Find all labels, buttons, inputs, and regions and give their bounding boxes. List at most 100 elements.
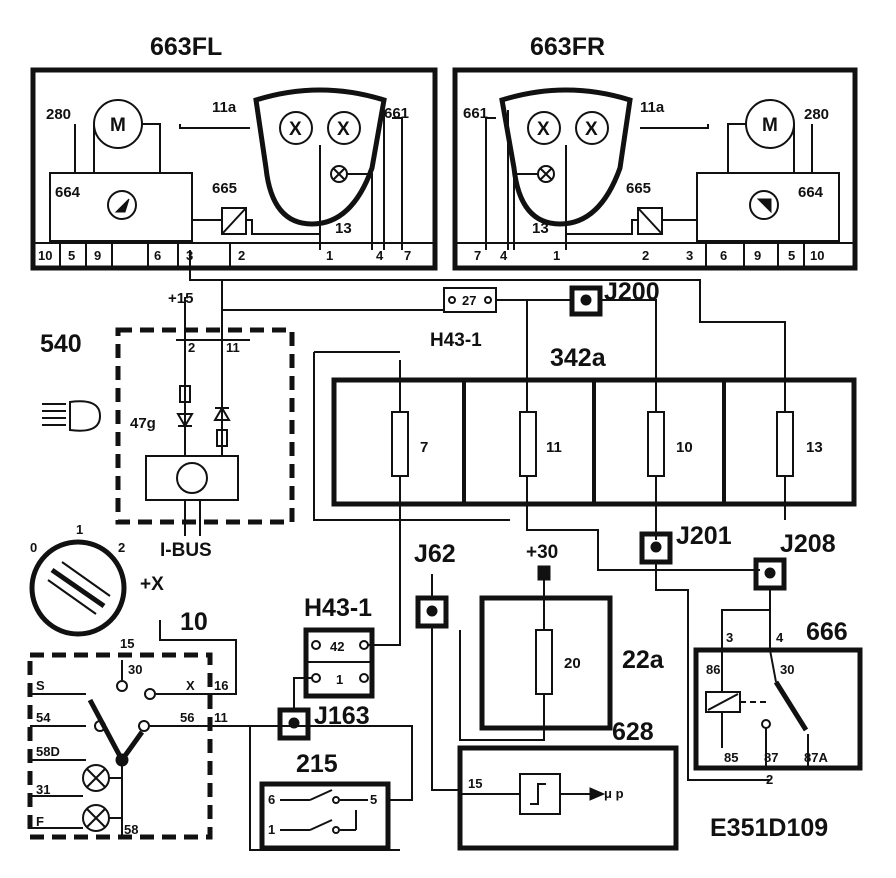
- wiring-top: +15: [168, 250, 786, 640]
- svg-text:54: 54: [36, 710, 51, 725]
- sensor-right-icon: [749, 190, 779, 220]
- svg-text:4: 4: [500, 248, 508, 263]
- svg-text:11: 11: [226, 340, 240, 355]
- svg-text:X: X: [289, 119, 302, 140]
- label-plus30: +30: [526, 542, 558, 563]
- module-215: 215 6 5 1: [259, 750, 413, 851]
- label-540: 540: [40, 330, 82, 358]
- joint-j200: J200: [569, 278, 660, 317]
- svg-text:2: 2: [642, 248, 649, 263]
- label-j200: J200: [604, 278, 660, 306]
- joint-j208: J208: [753, 530, 836, 591]
- fuse-20: 20: [564, 655, 581, 672]
- svg-text:3: 3: [686, 248, 693, 263]
- svg-text:85: 85: [724, 750, 738, 765]
- label-plus15: +15: [168, 290, 193, 307]
- label-215: 215: [296, 750, 338, 778]
- pins-right-bottom: 7 4 1 2 3 6 9 5 10: [474, 248, 824, 263]
- label-280-left: 280: [46, 106, 71, 123]
- svg-text:1: 1: [268, 822, 275, 837]
- label-10: 10: [180, 608, 208, 636]
- svg-text:7: 7: [474, 248, 481, 263]
- label-342a: 342a: [550, 344, 607, 372]
- headlamp-right-unit: 661 11a X X 13 665 M 280 664 7 4 1 2: [452, 67, 858, 271]
- fuse-11: 11: [519, 411, 562, 477]
- label-ibus: I-BUS: [160, 540, 212, 561]
- svg-text:X: X: [537, 119, 550, 140]
- svg-text:3: 3: [726, 630, 733, 645]
- label-22a: 22a: [622, 646, 665, 674]
- svg-text:13: 13: [806, 439, 823, 456]
- svg-text:30: 30: [780, 662, 794, 677]
- svg-text:S: S: [36, 678, 45, 693]
- label-665-left: 665: [212, 180, 237, 197]
- light-switch: 15 30 X 16 56 11 58 S 54 58D 31 F: [27, 620, 413, 851]
- lamp-housing-right: [499, 87, 633, 227]
- svg-text:6: 6: [154, 248, 161, 263]
- headlamp-left-title: 663FL: [150, 33, 222, 61]
- svg-text:27: 27: [462, 293, 476, 308]
- relay-666: 666 3 4 86 30 85 87 87A 2: [693, 618, 863, 787]
- label-13-left: 13: [335, 220, 352, 237]
- svg-text:2: 2: [238, 248, 245, 263]
- svg-text:86: 86: [706, 662, 720, 677]
- label-11a-left: 11a: [212, 99, 237, 116]
- motor-right-label: M: [762, 115, 778, 136]
- headlight-symbol-icon: [69, 400, 102, 432]
- svg-text:X: X: [337, 119, 350, 140]
- label-11a-right: 11a: [640, 99, 665, 116]
- joint-j62: J62: [414, 540, 456, 629]
- svg-text:1: 1: [336, 672, 343, 687]
- headlamp-left-unit: M 280 664 665 11a 661 X X 13 10: [30, 67, 438, 271]
- label-47g: 47g: [130, 415, 156, 432]
- svg-text:2: 2: [118, 540, 125, 555]
- svg-text:10: 10: [810, 248, 824, 263]
- svg-text:9: 9: [94, 248, 101, 263]
- module-664-right: [696, 172, 840, 242]
- label-664-right: 664: [798, 184, 824, 201]
- ignition-switch: 0 1 2 +X 10: [29, 522, 208, 637]
- label-13-right: 13: [532, 220, 549, 237]
- svg-text:9: 9: [754, 248, 761, 263]
- svg-text:58: 58: [124, 822, 138, 837]
- svg-text:31: 31: [36, 782, 50, 797]
- label-j208: J208: [780, 530, 836, 558]
- label-661-right: 661: [463, 105, 488, 122]
- label-628: 628: [612, 718, 654, 746]
- sensor-left-icon: [107, 190, 137, 220]
- svg-text:2: 2: [188, 340, 195, 355]
- joint-j163: J163: [277, 702, 370, 741]
- headlamp-right-title: 663FR: [530, 33, 605, 61]
- svg-text:1: 1: [76, 522, 83, 537]
- label-280-right: 280: [804, 106, 829, 123]
- svg-text:1: 1: [553, 248, 560, 263]
- schmitt-trigger-icon: [519, 773, 561, 815]
- ignition-dial-icon: [29, 539, 127, 637]
- svg-text:X: X: [585, 119, 598, 140]
- label-j201: J201: [676, 522, 732, 550]
- svg-text:4: 4: [376, 248, 384, 263]
- svg-text:5: 5: [68, 248, 75, 263]
- bulb-right-2-icon: [575, 111, 609, 145]
- svg-text:6: 6: [720, 248, 727, 263]
- label-h43-top: H43-1: [430, 330, 482, 351]
- svg-text:5: 5: [370, 792, 377, 807]
- pins-left-bottom: 10 5 9 6 3 2 1 4 7: [38, 248, 411, 263]
- svg-text:15: 15: [468, 776, 482, 791]
- fuse-7: 7: [391, 411, 428, 477]
- svg-text:42: 42: [330, 639, 344, 654]
- svg-text:10: 10: [676, 439, 693, 456]
- svg-text:F: F: [36, 814, 44, 829]
- label-661-left: 661: [384, 105, 409, 122]
- svg-text:30: 30: [128, 662, 142, 677]
- svg-text:4: 4: [776, 630, 784, 645]
- label-664-left: 664: [55, 184, 81, 201]
- svg-text:58D: 58D: [36, 744, 60, 759]
- label-666: 666: [806, 618, 848, 646]
- svg-text:7: 7: [420, 439, 428, 456]
- joint-j201: J201: [639, 522, 732, 565]
- svg-text:87A: 87A: [804, 750, 828, 765]
- bulb-right-1-icon: [527, 111, 561, 145]
- svg-text:X: X: [186, 678, 195, 693]
